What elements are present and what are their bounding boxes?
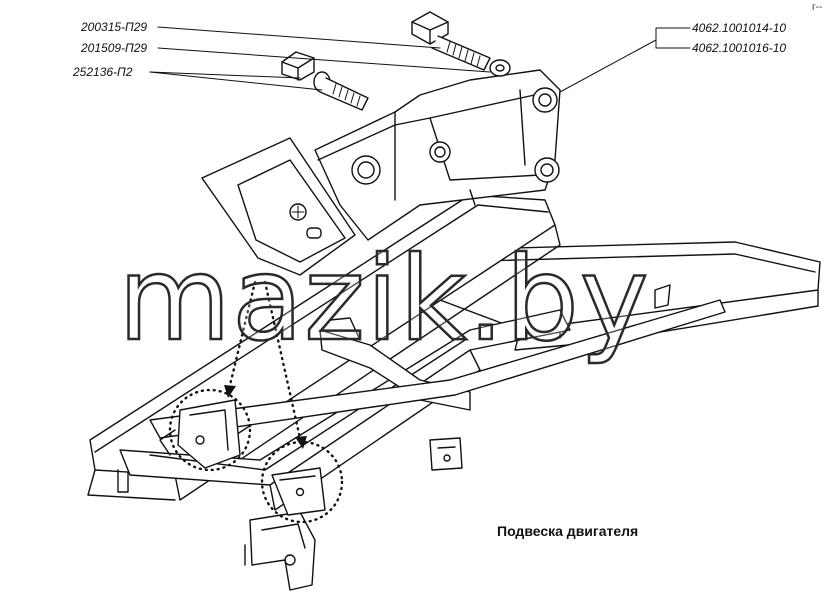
rubber-cushion [201,137,356,276]
callout-bracket-left: 4062.1001014-10 [692,21,787,35]
locator-arrowheads [224,385,307,449]
bolt-short [281,51,369,111]
rear-crossmember [149,299,726,471]
callout-bolt-long: 200315-П29 [81,20,148,34]
callout-bolt-short: 252136-П2 [73,65,133,79]
frame-support-right [271,467,326,516]
spring-washer [489,59,511,77]
callout-washer: 201509-П29 [81,41,148,55]
bolt-long [411,11,491,71]
engine-mount-bracket [314,69,561,241]
diagram-caption: Подвеска двигателя [497,523,639,539]
front-spring-bracket [244,511,316,591]
leader-lines [149,26,691,93]
frame-support-left [159,399,241,469]
corner-mark: г-- [812,2,823,13]
callout-bracket-right: 4062.1001016-10 [692,41,787,55]
